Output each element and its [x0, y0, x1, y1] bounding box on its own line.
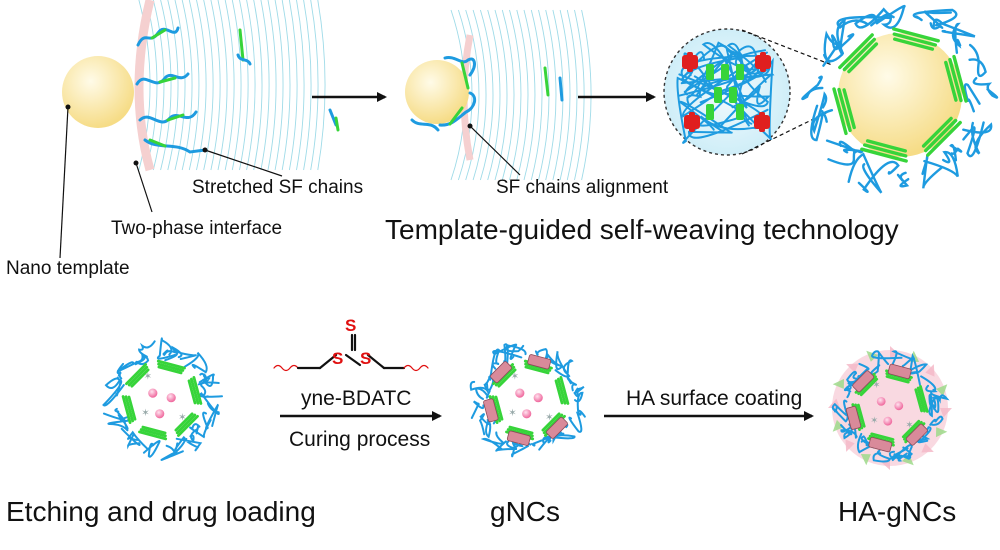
- svg-text:✶: ✶: [872, 380, 880, 391]
- label-yne-bdatc: yne-BDATC: [301, 387, 412, 410]
- svg-text:✶: ✶: [141, 408, 149, 419]
- woven-sf-shell: [801, 4, 999, 194]
- zoom-guide-bottom: [741, 109, 833, 155]
- aligned-sf-chains: [410, 55, 564, 132]
- label-gncs: gNCs: [490, 496, 561, 527]
- gncs-crosslinked-cage: ✶ ✶ ✶: [469, 343, 586, 458]
- svg-text:✶: ✶: [870, 415, 878, 426]
- label-technology: Template-guided self-weaving technology: [385, 214, 899, 245]
- label-curing-process: Curing process: [289, 428, 431, 451]
- leader-stretched: [204, 149, 283, 177]
- template-core-in-cage: [838, 33, 962, 157]
- two-phase-interface-band: [134, 0, 155, 172]
- zoom-guide-top: [741, 29, 833, 66]
- nano-template-sphere-2: [405, 60, 469, 124]
- svg-text:✶: ✶: [545, 413, 553, 424]
- svg-text:✶: ✶: [178, 413, 186, 424]
- label-sf-chains-alignment: SF chains alignment: [496, 177, 669, 198]
- svg-text:✶: ✶: [905, 420, 913, 431]
- sulfur-top: S: [345, 316, 356, 335]
- sulfur-left: S: [332, 349, 343, 368]
- leader-alignment: [469, 125, 521, 176]
- label-ha-surface-coating: HA surface coating: [626, 387, 803, 410]
- aqueous-phase-lines-1: [138, 0, 326, 171]
- label-nano-template: Nano template: [6, 258, 130, 279]
- svg-text:✶: ✶: [508, 408, 516, 419]
- leader-template: [59, 106, 69, 259]
- label-stretched-sf-chains: Stretched SF chains: [192, 177, 364, 198]
- svg-text:✶: ✶: [511, 371, 519, 382]
- leader-interface: [135, 162, 153, 213]
- inset-beta-sheets: [706, 64, 744, 120]
- stretched-sf-chains: [135, 26, 340, 154]
- nano-template-sphere: [62, 56, 134, 128]
- etched-drug-loaded-cage: ✶ ✶ ✶: [102, 337, 223, 461]
- label-ha-gncs: HA-gNCs: [838, 496, 957, 527]
- ha-gncs-cage: ✶ ✶ ✶: [831, 350, 950, 463]
- sulfur-right: S: [360, 349, 371, 368]
- label-two-phase-interface: Two-phase interface: [111, 218, 283, 239]
- inset-crosslinks: [682, 52, 771, 132]
- svg-text:✶: ✶: [144, 371, 152, 382]
- label-etching-drug-loading: Etching and drug loading: [6, 496, 316, 527]
- yne-bdatc-structure: [273, 333, 429, 372]
